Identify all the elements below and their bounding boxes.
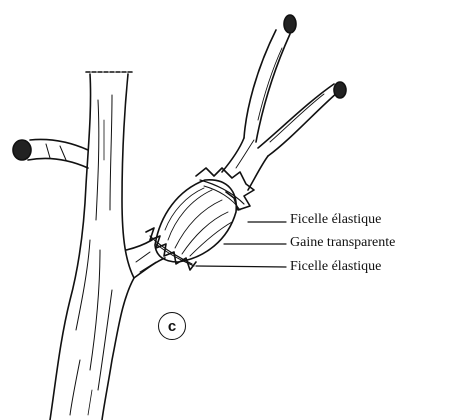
upper-elastic-tie — [196, 168, 254, 210]
main-trunk — [50, 74, 134, 420]
scion-branches — [222, 15, 346, 190]
left-side-branch — [13, 139, 88, 168]
label-elastic-string-bottom: Ficelle élastique — [290, 259, 381, 275]
leader-lines — [196, 222, 286, 267]
figure-letter-badge: c — [158, 312, 186, 340]
label-elastic-string-top: Ficelle élastique — [290, 212, 381, 228]
label-transparent-sleeve: Gaine transparente — [290, 235, 395, 251]
